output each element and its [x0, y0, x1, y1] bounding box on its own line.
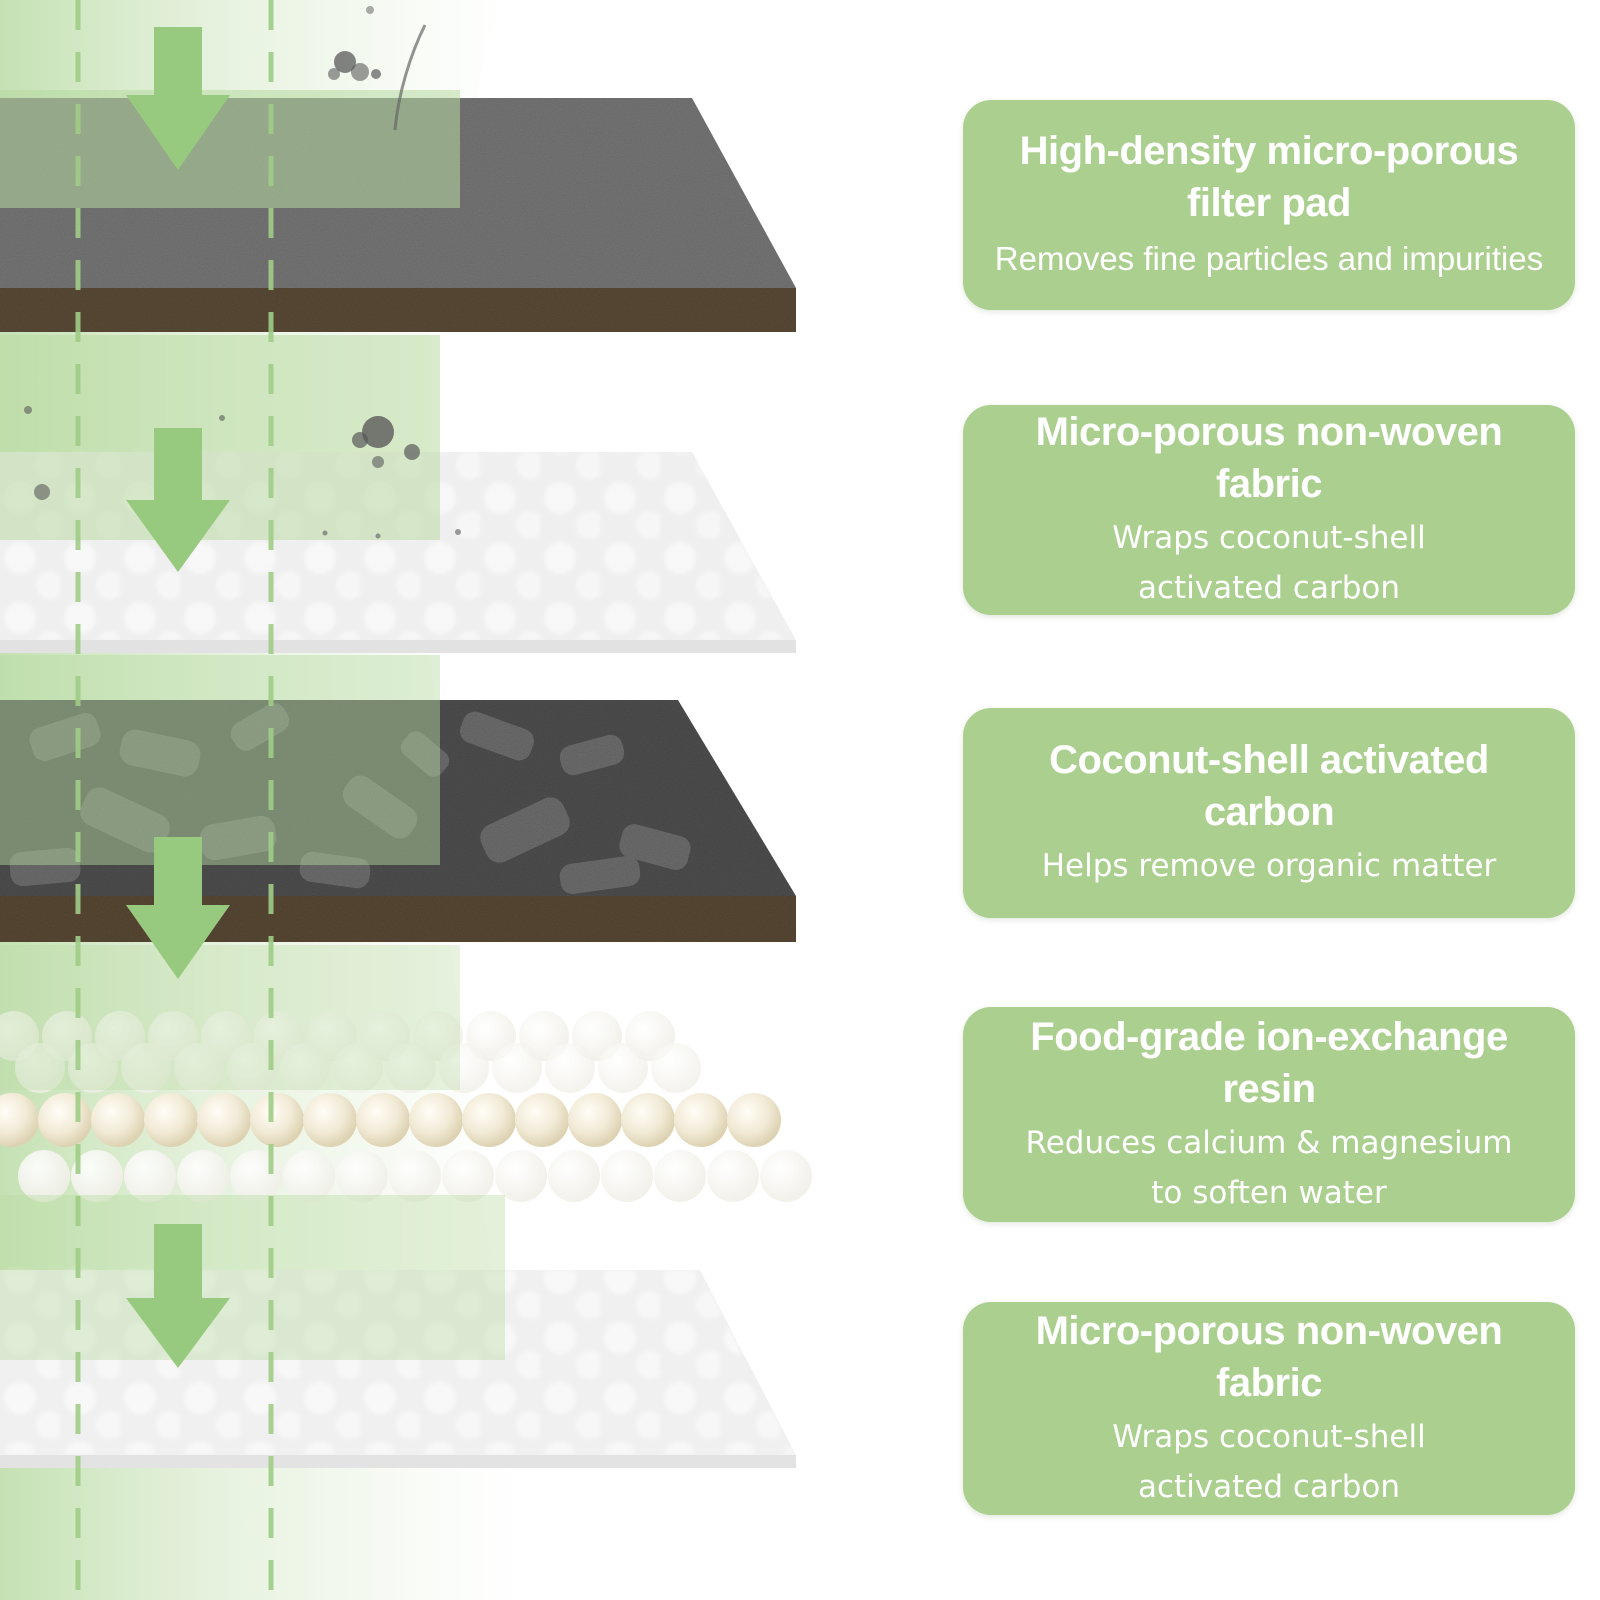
resin-bead	[15, 1043, 65, 1093]
resin-bead	[91, 1093, 145, 1147]
card-title-line: Coconut-shell activated carbon	[1049, 738, 1489, 835]
resin-bead	[545, 1043, 595, 1093]
impurity-particles	[24, 6, 461, 539]
card-title-line: High-density micro-porous	[1019, 128, 1519, 173]
resin-bead	[227, 1043, 277, 1093]
resin-bead	[621, 1093, 675, 1147]
filter-layers-illustration	[0, 0, 812, 1600]
card-description: Reduces calcium & magnesium to soften wa…	[1026, 1119, 1513, 1218]
resin-bead	[409, 1093, 463, 1147]
resin-bead	[601, 1150, 653, 1202]
resin-bead	[389, 1150, 441, 1202]
down-arrow-icon	[126, 27, 230, 170]
resin-bead	[495, 1150, 547, 1202]
card-description: Removes fine particles and impurities	[995, 233, 1543, 286]
card-title: Food-grade ion-exchange resin	[989, 1011, 1549, 1115]
resin-bead	[336, 1150, 388, 1202]
resin-bead	[548, 1150, 600, 1202]
card-description-line: Helps remove organic matter	[1041, 848, 1497, 885]
card-title: Micro-porous non-woven fabric	[989, 1305, 1549, 1409]
resin-bead	[515, 1093, 569, 1147]
flow-overlay	[0, 945, 460, 1090]
resin-bead	[333, 1043, 383, 1093]
resin-bead	[442, 1150, 494, 1202]
card-title-line: Micro-porous non-woven fabric	[1035, 1308, 1503, 1405]
resin-bead	[230, 1150, 282, 1202]
card-description: Wraps coconut-shell activated carbon	[1112, 1413, 1425, 1512]
card-description-line: activated carbon	[1138, 1468, 1400, 1505]
card-title: High-density micro-porous filter pad	[1020, 125, 1519, 229]
resin-bead	[439, 1043, 489, 1093]
card-title: Coconut-shell activated carbon	[989, 734, 1549, 838]
resin-bead	[654, 1150, 706, 1202]
resin-bead	[386, 1043, 436, 1093]
resin-bead	[598, 1043, 648, 1093]
resin-bead	[492, 1043, 542, 1093]
resin-bead	[71, 1150, 123, 1202]
resin-bead	[674, 1093, 728, 1147]
layer-card-activated-carbon: Coconut-shell activated carbon Helps rem…	[963, 708, 1575, 918]
card-description-line: Wraps coconut-shell	[1112, 520, 1426, 557]
card-description-line: Wraps coconut-shell	[1112, 1418, 1426, 1455]
resin-bead	[250, 1093, 304, 1147]
down-arrow-icon	[126, 428, 230, 572]
card-title-line: Food-grade ion-exchange resin	[1030, 1014, 1508, 1111]
resin-bead	[568, 1093, 622, 1147]
resin-bead	[727, 1093, 781, 1147]
card-description: Helps remove organic matter	[1042, 842, 1497, 892]
card-description: Wraps coconut-shell activated carbon	[1112, 514, 1425, 613]
resin-bead	[707, 1150, 759, 1202]
layer-card-ion-exchange-resin: Food-grade ion-exchange resin Reduces ca…	[963, 1007, 1575, 1222]
resin-bead	[303, 1093, 357, 1147]
card-title: Micro-porous non-woven fabric	[989, 406, 1549, 510]
resin-bead	[651, 1043, 701, 1093]
dashed-guide-lines	[75, 0, 274, 1600]
layer-card-filter-pad: High-density micro-porous filter pad Rem…	[963, 100, 1575, 310]
resin-bead	[174, 1043, 224, 1093]
resin-bead	[462, 1093, 516, 1147]
layer-resin-beads	[0, 1011, 812, 1202]
resin-bead	[760, 1150, 812, 1202]
flow-overlay	[0, 1195, 505, 1360]
resin-bead	[38, 1093, 92, 1147]
down-arrow-icon	[126, 837, 230, 979]
card-description-line: Removes fine particles and impurities	[994, 239, 1544, 277]
resin-bead	[0, 1093, 39, 1147]
card-description-line: activated carbon	[1138, 570, 1400, 606]
resin-bead	[280, 1043, 330, 1093]
resin-bead	[283, 1150, 335, 1202]
layer-card-non-woven-fabric-bottom: Micro-porous non-woven fabric Wraps coco…	[963, 1302, 1575, 1515]
resin-bead	[18, 1150, 70, 1202]
resin-bead	[177, 1150, 229, 1202]
flow-overlay	[0, 655, 440, 865]
card-title-line: Micro-porous non-woven fabric	[1035, 410, 1503, 507]
resin-bead	[197, 1093, 251, 1147]
card-description-line: to soften water	[1151, 1174, 1387, 1211]
layer-card-non-woven-fabric-top: Micro-porous non-woven fabric Wraps coco…	[963, 405, 1575, 615]
down-arrow-icon	[126, 1224, 230, 1368]
resin-bead	[144, 1093, 198, 1147]
card-description-line: Reduces calcium & magnesium	[1025, 1124, 1513, 1161]
resin-bead	[124, 1150, 176, 1202]
resin-bead	[356, 1093, 410, 1147]
card-title-line: filter pad	[1187, 180, 1351, 225]
resin-bead	[121, 1043, 171, 1093]
flow-overlay	[0, 90, 460, 208]
